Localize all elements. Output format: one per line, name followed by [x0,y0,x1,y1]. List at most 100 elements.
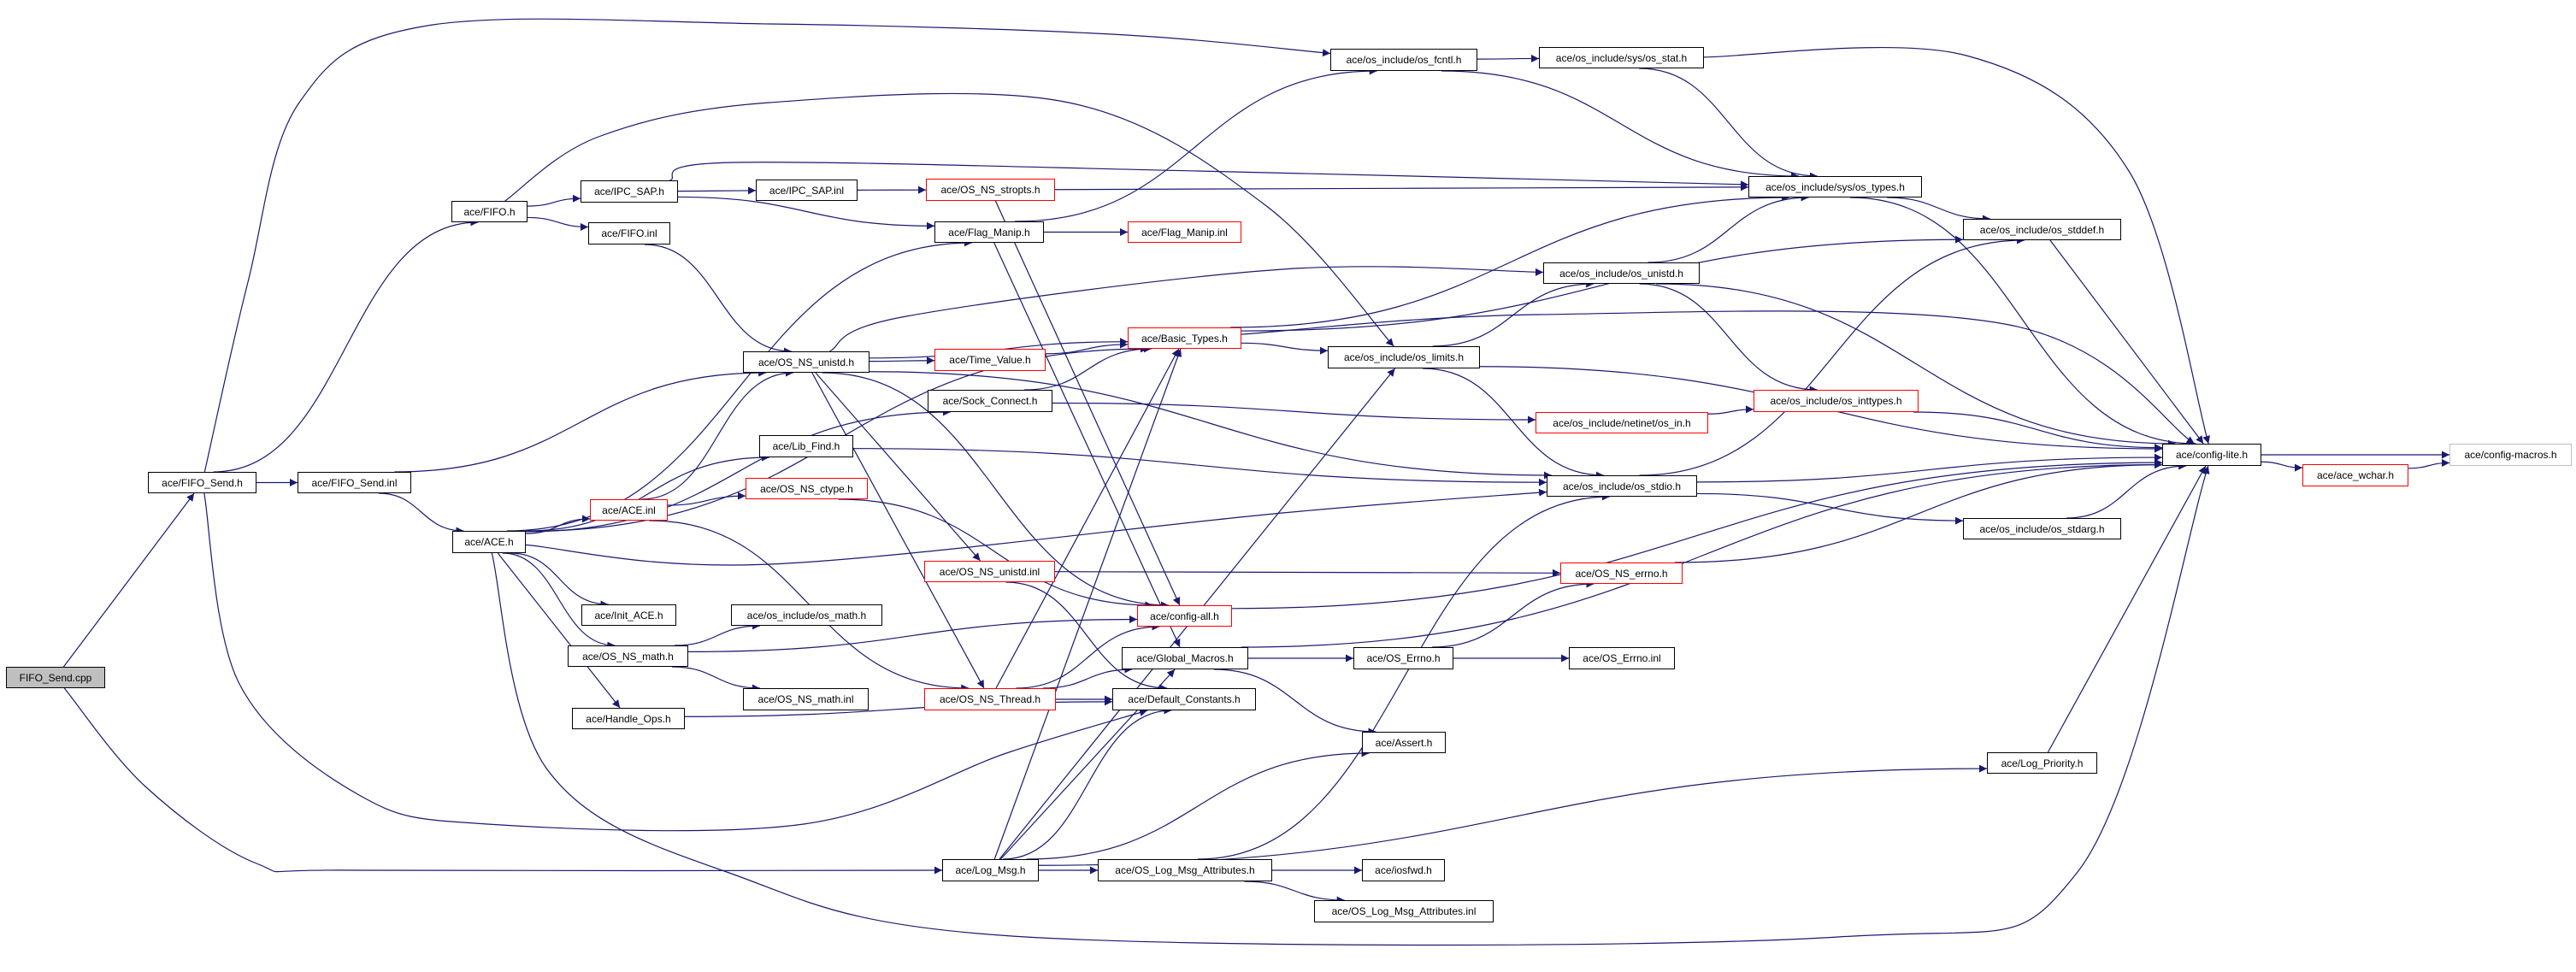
node-os-errno-inl[interactable]: ace/OS_Errno.inl [1569,647,1675,669]
node-cpp[interactable]: FIFO_Send.cpp [6,667,105,688]
node-os-ns-errno-h[interactable]: ace/OS_NS_errno.h [1560,563,1683,584]
node-os-stddef-h[interactable]: ace/os_include/os_stddef.h [1963,219,2121,240]
edge-os-fcntl-h-to-os-types-h [1441,70,1800,180]
edge-os-in-h-to-os-inttypes-h [1707,405,1754,415]
node-fifo-inl[interactable]: ace/FIFO.inl [588,222,670,244]
edge-fifo-send-inl-to-os-ns-unistd-h [394,368,767,473]
node-lib-find-h[interactable]: ace/Lib_Find.h [759,435,853,457]
edge-config-all-h-to-config-lite-h [1231,458,2163,610]
node-fifo-send-h[interactable]: ace/FIFO_Send.h [148,472,256,493]
edge-flag-manip-h-to-os-fcntl-h [1015,67,1377,222]
node-global-macros-h[interactable]: ace/Global_Macros.h [1122,647,1248,669]
edge-os-fcntl-h-to-os-stat-h [1477,54,1540,62]
edge-ace-h-to-os-stdio-h [525,488,1547,566]
edge-cpp-to-log-msg-h [63,687,943,875]
node-config-macros-h[interactable]: ace/config-macros.h [2449,444,2572,466]
node-os-math-h[interactable]: ace/os_include/os_math.h [731,604,882,626]
node-ipc-sap-inl[interactable]: ace/IPC_SAP.inl [756,180,858,201]
node-ace-h[interactable]: ace/ACE.h [452,531,526,553]
node-ipc-sap-h[interactable]: ace/IPC_SAP.h [581,180,678,203]
node-flag-manip-h[interactable]: ace/Flag_Manip.h [934,221,1044,243]
edge-os-unistd-h-to-os-types-h [1648,193,1809,263]
node-config-lite-h[interactable]: ace/config-lite.h [2162,444,2261,466]
edge-os-limits-h-to-os-unistd-h [1432,280,1595,347]
node-os-stdarg-h[interactable]: ace/os_include/os_stdarg.h [1963,518,2121,539]
edge-config-lite-h-to-ace-wchar-h [2261,461,2303,472]
edge-os-stdio-h-to-os-stddef-h [1639,236,2025,476]
edge-os-ns-math-h-to-config-all-h [687,616,1138,653]
edge-log-msg-h-to-basic-types-h [993,348,1182,860]
edge-os-ns-math-h-to-os-ns-math-inl [671,666,760,692]
node-os-fcntl-h[interactable]: ace/os_include/os_fcntl.h [1330,49,1477,71]
node-config-all-h[interactable]: ace/config-all.h [1137,605,1232,627]
edge-ace-h-to-init-ace-h [510,552,609,609]
edge-os-ns-unistd-h-to-os-unistd-h [829,266,1544,352]
edge-os-ns-unistd-h-to-os-ns-unistd-inl [815,372,981,562]
node-os-in-h[interactable]: ace/os_include/netinet/os_in.h [1536,412,1708,433]
node-os-types-h[interactable]: ace/os_include/sys/os_types.h [1748,176,1922,197]
edge-os-ns-unistd-inl-to-os-ns-errno-h [1054,568,1561,577]
node-ace-inl[interactable]: ace/ACE.inl [590,499,668,521]
node-os-stat-h[interactable]: ace/os_include/sys/os_stat.h [1539,47,1704,68]
node-ace-wchar-h[interactable]: ace/ace_wchar.h [2302,464,2408,486]
node-time-value-h[interactable]: ace/Time_Value.h [934,349,1046,371]
edge-os-ns-thread-h-to-global-macros-h [1042,665,1133,689]
node-basic-types-h[interactable]: ace/Basic_Types.h [1128,327,1241,349]
edge-os-stddef-h-to-config-lite-h [2049,239,2204,445]
edge-fifo-send-inl-to-ace-h [378,492,464,535]
node-os-inttypes-h[interactable]: ace/os_include/os_inttypes.h [1754,390,1919,412]
edge-os-stat-h-to-os-types-h [1639,68,1818,180]
node-os-ns-math-inl[interactable]: ace/OS_NS_math.inl [743,688,869,710]
node-init-ace-h[interactable]: ace/Init_ACE.h [581,604,676,626]
edge-os-stdarg-h-to-config-lite-h [2066,462,2187,519]
edge-os-stdio-h-to-config-lite-h [1696,453,2163,483]
node-os-ns-ctype-h[interactable]: ace/OS_NS_ctype.h [746,478,868,499]
node-fifo-send-inl[interactable]: ace/FIFO_Send.inl [298,472,411,493]
edge-os-unistd-h-to-config-lite-h [1656,283,2176,448]
edge-os-log-msg-attributes-h-to-os-log-msg-attributes-inl [1244,881,1345,904]
node-log-msg-h[interactable]: ace/Log_Msg.h [942,859,1039,881]
edge-cpp-to-fifo-send-h [62,492,195,668]
node-iosfwd-h[interactable]: ace/iosfwd.h [1362,859,1445,881]
node-default-constants-h[interactable]: ace/Default_Constants.h [1112,688,1256,710]
node-handle-ops-h[interactable]: ace/Handle_Ops.h [572,708,685,729]
edge-ace-h-to-lib-find-h [525,453,769,532]
edge-ipc-sap-h-to-flag-manip-h [677,196,935,230]
node-os-unistd-h[interactable]: ace/os_include/os_unistd.h [1543,262,1700,284]
node-fifo-h[interactable]: ace/FIFO.h [451,201,528,222]
edge-ace-inl-to-os-ns-unistd-h [641,368,794,500]
edge-log-priority-h-to-config-lite-h [2047,465,2207,753]
edge-os-ns-unistd-inl-to-default-constants-h [1005,581,1168,692]
edge-os-ns-unistd-h-to-os-stdio-h [869,371,1552,480]
node-os-limits-h[interactable]: ace/os_include/os_limits.h [1328,346,1480,368]
node-os-errno-h[interactable]: ace/OS_Errno.h [1353,647,1453,669]
node-os-ns-unistd-h[interactable]: ace/OS_NS_unistd.h [743,351,869,373]
edge-fifo-send-h-to-fifo-h [213,218,479,473]
edge-os-ns-thread-h-to-basic-types-h [995,348,1180,689]
edge-global-macros-h-to-assert-h [1213,669,1376,736]
edge-log-msg-h-to-assert-h [1026,749,1370,860]
node-sock-connect-h[interactable]: ace/Sock_Connect.h [928,390,1052,412]
edge-os-ns-ctype-h-to-config-all-h [838,498,1153,610]
node-os-ns-math-h[interactable]: ace/OS_NS_math.h [568,645,688,667]
edge-lib-find-h-to-os-stdio-h [852,448,1547,486]
node-os-ns-unistd-inl[interactable]: ace/OS_NS_unistd.inl [924,561,1055,582]
node-assert-h[interactable]: ace/Assert.h [1362,732,1446,753]
edge-ace-wchar-h-to-config-macros-h [2408,458,2450,469]
edge-sock-connect-h-to-basic-types-h [1024,345,1152,391]
node-os-log-msg-attributes-h[interactable]: ace/OS_Log_Msg_Attributes.h [1098,859,1272,881]
node-flag-manip-inl[interactable]: ace/Flag_Manip.inl [1128,221,1241,243]
edge-os-ns-unistd-h-to-config-all-h [822,372,1169,610]
edge-ace-inl-to-os-ns-ctype-h [667,492,746,506]
edge-os-types-h-to-config-lite-h [1850,197,2196,448]
edge-fifo-send-h-to-os-fcntl-h [203,18,1331,473]
node-os-stdio-h[interactable]: ace/os_include/os_stdio.h [1547,475,1697,497]
node-log-priority-h[interactable]: ace/Log_Priority.h [1987,752,2097,774]
node-os-ns-stropts-h[interactable]: ace/OS_NS_stropts.h [926,179,1055,201]
edge-basic-types-h-to-config-lite-h [1241,310,2196,445]
node-os-ns-thread-h[interactable]: ace/OS_NS_Thread.h [924,688,1056,710]
node-os-log-msg-attributes-inl[interactable]: ace/OS_Log_Msg_Attributes.inl [1314,900,1494,922]
edge-fifo-send-h-to-default-constants-h [203,492,1148,832]
edge-os-stdio-h-to-os-stdarg-h [1696,492,1964,525]
